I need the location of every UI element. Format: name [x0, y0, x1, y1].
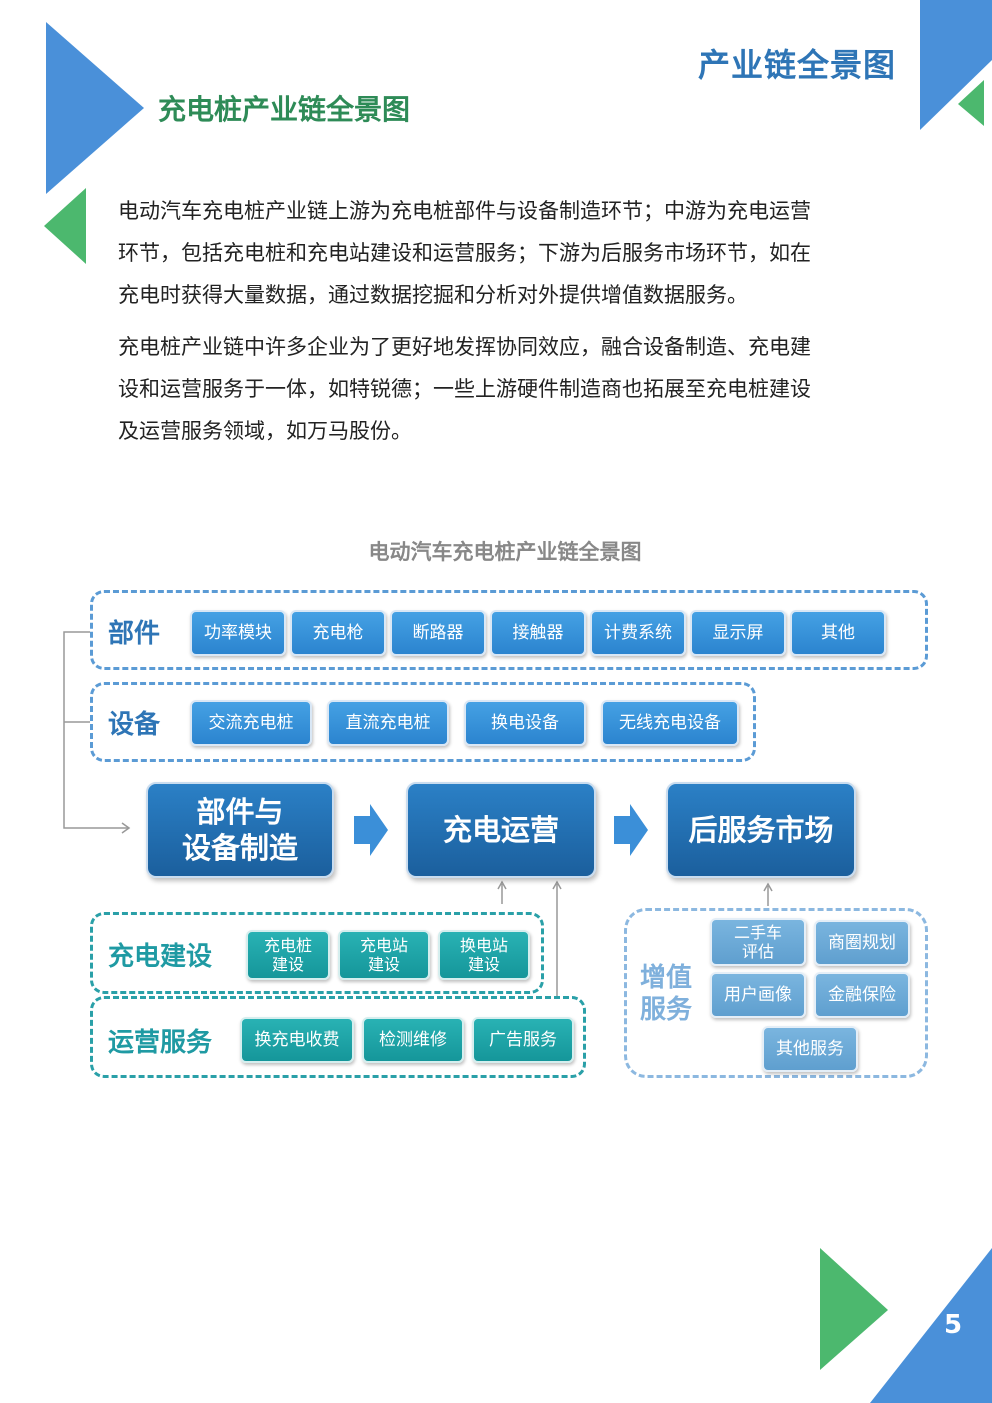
header-title: 产业链全景图: [697, 46, 896, 84]
bottom-right-triangles: [820, 1248, 992, 1403]
stage-midstream: 充电运营: [406, 782, 596, 878]
equipment-chip: 换电设备: [464, 700, 586, 746]
component-chip: 接触器: [490, 610, 586, 656]
equipment-chip: 直流充电桩: [327, 700, 449, 746]
construction-chip-line: 建设: [467, 955, 500, 974]
value-added-chip-line: 评估: [741, 942, 774, 961]
paragraph-1: 电动汽车充电桩产业链上游为充电桩部件与设备制造环节；中游为充电运营 环节，包括充…: [118, 190, 898, 316]
stage-upstream-line: 设备制造: [181, 831, 298, 865]
value-added-chip-line: 二手车: [733, 923, 782, 942]
component-chip: 充电枪: [290, 610, 386, 656]
top-left-triangles: [44, 22, 144, 264]
construction-group: [90, 912, 544, 994]
stage-upstream-line: 部件与: [196, 795, 284, 829]
construction-chip-line: 充电站: [359, 936, 408, 955]
stage-upstream: 部件与 设备制造: [146, 782, 334, 878]
value-added-chip: 金融保险: [814, 972, 910, 1018]
top-right-triangles: [920, 0, 992, 130]
page-number: 5: [944, 1310, 963, 1340]
construction-chip-line: 建设: [271, 955, 304, 974]
construction-chip: 充电站 建设: [338, 930, 430, 980]
operation-group: [90, 996, 586, 1078]
paragraph-line: 电动汽车充电桩产业链上游为充电桩部件与设备制造环节；中游为充电运营: [118, 199, 811, 223]
section-title: 充电桩产业链全景图: [158, 93, 411, 126]
construction-chip-line: 建设: [367, 955, 400, 974]
construction-chip: 充电桩 建设: [246, 930, 330, 980]
component-chip: 断路器: [390, 610, 486, 656]
paragraph-line: 充电桩产业链中许多企业为了更好地发挥协同效应，融合设备制造、充电建: [118, 335, 811, 359]
stage-downstream: 后服务市场: [666, 782, 856, 878]
operation-chip: 换充电收费: [240, 1017, 354, 1063]
component-chip: 显示屏: [690, 610, 786, 656]
paragraph-line: 及运营服务领域，如万马股份。: [118, 419, 412, 443]
components-group: [90, 590, 928, 670]
equipment-label: 设备: [108, 710, 161, 740]
construction-chip: 换电站 建设: [438, 930, 530, 980]
diagram-title: 电动汽车充电桩产业链全景图: [368, 540, 642, 564]
paragraph-2: 充电桩产业链中许多企业为了更好地发挥协同效应，融合设备制造、充电建 设和运营服务…: [118, 326, 898, 452]
operation-chip: 广告服务: [472, 1017, 574, 1063]
components-label: 部件: [108, 619, 161, 649]
equipment-chip: 无线充电设备: [601, 700, 739, 746]
arrow-upstream-midstream: [354, 804, 388, 856]
value-added-label-line: 增值: [640, 963, 693, 993]
value-added-label-line: 服务: [640, 995, 693, 1025]
equipment-group: [90, 682, 756, 762]
operation-label: 运营服务: [108, 1028, 213, 1058]
value-added-group: [624, 908, 928, 1078]
component-chip: 其他: [790, 610, 886, 656]
value-added-chip: 商圈规划: [814, 920, 910, 966]
value-added-chip: 二手车 评估: [710, 918, 806, 966]
value-added-chip: 用户画像: [710, 972, 806, 1018]
equipment-chip: 交流充电桩: [190, 700, 312, 746]
value-added-label: 增值 服务: [640, 962, 692, 1026]
paragraph-line: 设和运营服务于一体，如特锐德；一些上游硬件制造商也拓展至充电桩建设: [118, 377, 811, 401]
construction-chip-line: 换电站: [459, 936, 508, 955]
paragraph-line: 环节，包括充电桩和充电站建设和运营服务；下游为后服务市场环节，如在: [118, 241, 811, 265]
component-chip: 功率模块: [190, 610, 286, 656]
construction-label: 充电建设: [108, 942, 213, 972]
paragraph-line: 充电时获得大量数据，通过数据挖掘和分析对外提供增值数据服务。: [118, 283, 748, 307]
component-chip: 计费系统: [590, 610, 686, 656]
arrow-midstream-downstream: [614, 804, 648, 856]
operation-chip: 检测维修: [362, 1017, 464, 1063]
value-added-chip: 其他服务: [762, 1026, 858, 1072]
construction-chip-line: 充电桩: [263, 936, 312, 955]
